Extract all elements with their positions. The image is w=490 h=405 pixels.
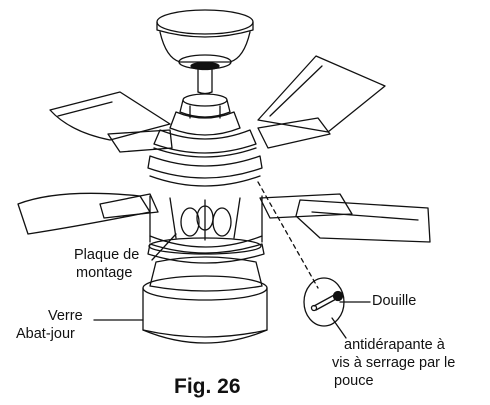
figure-caption: Fig. 26 (174, 375, 241, 398)
label-screw-line1: antidérapante à (344, 337, 445, 353)
downrod (197, 69, 213, 95)
glass-shade (142, 256, 268, 344)
screw-dashed-line (257, 181, 319, 289)
fan-blades (17, 55, 431, 243)
label-plaque-line2: montage (76, 265, 133, 281)
label-douille: Douille (372, 293, 417, 309)
label-screw-line2: vis à serrage par le (332, 355, 456, 371)
blade-irons (99, 117, 353, 219)
label-verre: Verre (48, 308, 83, 324)
mounting-plate (147, 237, 265, 264)
label-plaque-line1: Plaque de (74, 247, 140, 263)
motor-housing (147, 93, 263, 187)
light-kit (149, 195, 263, 248)
label-screw-line3: pouce (334, 373, 374, 389)
label-abat-jour: Abat-jour (16, 326, 75, 342)
ceiling-canopy (156, 9, 254, 71)
thumb-screw (303, 277, 345, 327)
leader-lines (93, 233, 371, 339)
